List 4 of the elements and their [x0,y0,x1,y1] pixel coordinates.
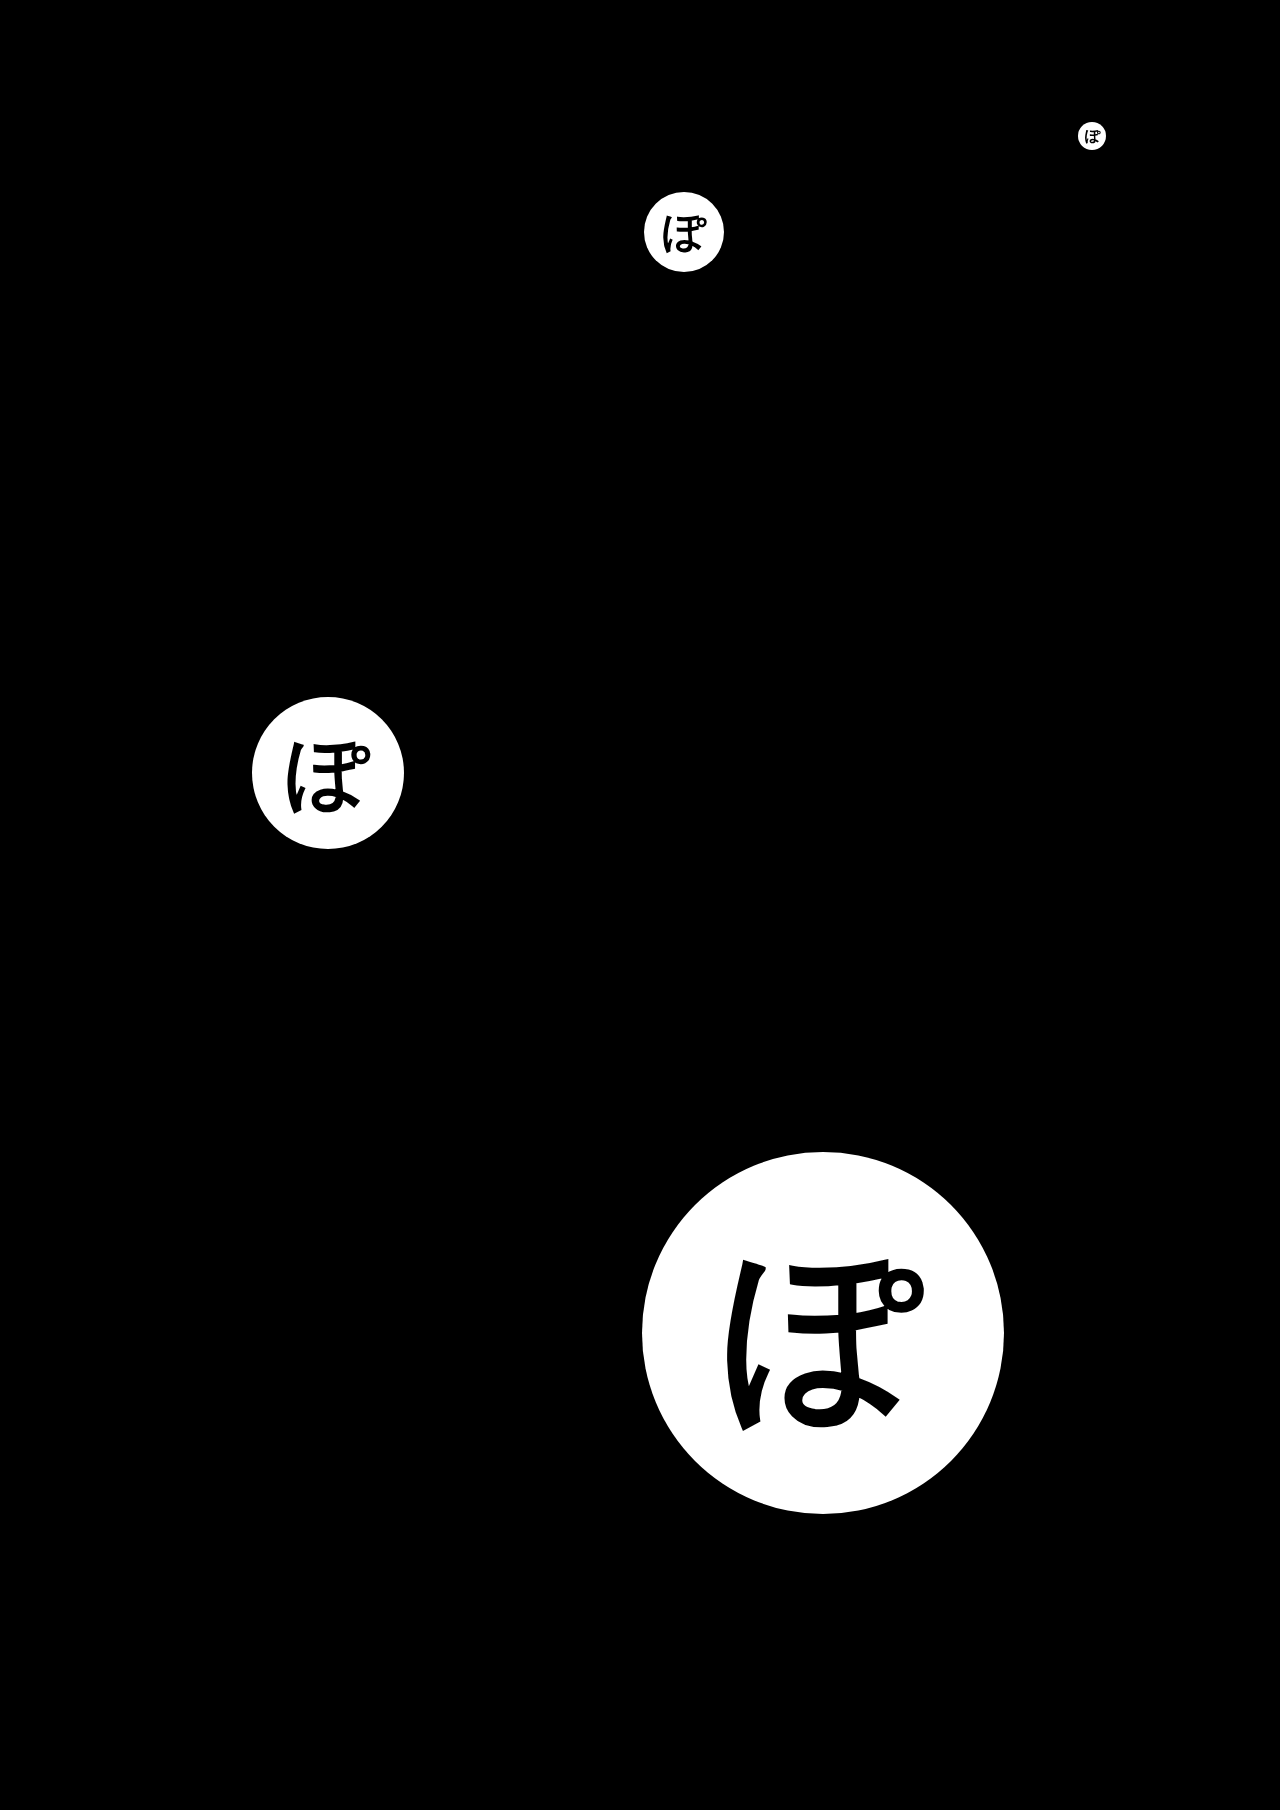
circle-badge [1078,122,1106,150]
kana-character: ぽ [662,211,706,253]
kana-character: ぽ [1084,128,1100,144]
kana-character: ぽ [287,733,369,813]
